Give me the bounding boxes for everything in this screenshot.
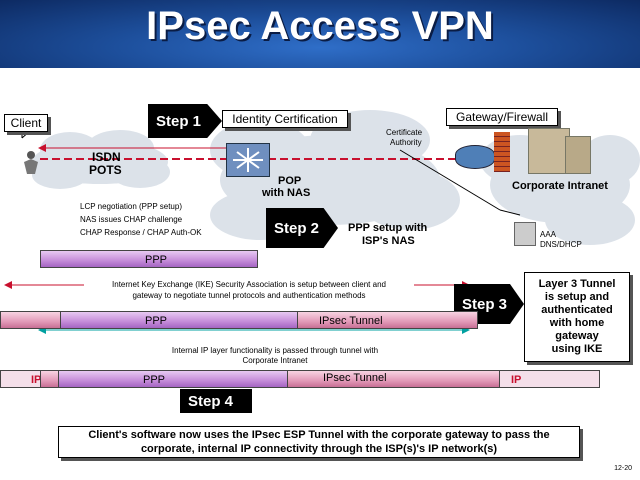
aaa-server-icon	[514, 222, 536, 246]
certificate-authority-line1: Certificate	[386, 128, 423, 137]
gateway-firewall-label: Gateway/Firewall	[446, 108, 558, 126]
firewall-icon	[494, 132, 510, 172]
ppp-setup-line2: ISP's NAS	[362, 235, 415, 247]
layer3-tunnel-note: Layer 3 Tunnel is setup and authenticate…	[524, 272, 630, 362]
identity-certification-label: Identity Certification	[222, 110, 348, 128]
pop-nas-label: with NAS	[262, 187, 311, 199]
pop-router-icon	[226, 143, 270, 177]
lcp-line3: CHAP Response / CHAP Auth-OK	[80, 228, 202, 237]
page-title: IPsec Access VPN	[146, 4, 494, 48]
lcp-line2: NAS issues CHAP challenge	[80, 215, 183, 224]
step4-label: Step 4	[180, 389, 252, 413]
ppp-pipe-c: PPP	[58, 370, 288, 388]
layer3-line3: authenticated	[541, 304, 613, 316]
title-banner	[0, 0, 640, 68]
ppp-setup-line1: PPP setup with	[348, 222, 428, 234]
client-label: Client	[4, 114, 48, 132]
gateway-router-icon	[455, 145, 495, 169]
aaa-label: AAA	[540, 230, 557, 239]
isdn-cloud	[32, 130, 170, 189]
footer-line1: Client's software now uses the IPsec ESP…	[88, 429, 550, 441]
internal-ip-line1: Internal IP layer functionality is passe…	[171, 346, 379, 355]
step1-arrow: Step 1	[148, 104, 222, 138]
step2-arrow: Step 2	[266, 208, 338, 248]
pots-label: POTS	[89, 163, 122, 177]
ip-label-left: IP	[31, 374, 42, 386]
ppp-pipe-b: PPP	[60, 311, 298, 329]
page-number: 12-20	[614, 465, 632, 472]
layer3-line6: using IKE	[551, 343, 603, 355]
ppp-label-b: PPP	[145, 315, 168, 327]
ppp-label-c: PPP	[143, 374, 166, 386]
pop-label: POP	[278, 175, 302, 187]
layer3-line5: gateway	[555, 330, 599, 342]
ike-note-line1: Internet Key Exchange (IKE) Security Ass…	[84, 280, 414, 290]
corporate-intranet-label: Corporate Intranet	[512, 180, 608, 192]
building-icon	[528, 128, 570, 174]
layer3-line4: with home	[549, 317, 605, 329]
certificate-authority-line2: Authority	[390, 138, 422, 147]
internal-ip-line2: Corporate Intranet	[242, 356, 308, 365]
isdn-label: ISDN	[92, 150, 121, 164]
dns-dhcp-label: DNS/DHCP	[540, 240, 582, 249]
ppp-pipe-a: PPP	[40, 250, 258, 268]
ipsec-tunnel-label-a: IPsec Tunnel	[319, 315, 383, 327]
building-icon-2	[565, 136, 591, 174]
layer3-line2: is setup and	[544, 291, 610, 303]
ipsec-tunnel-label-b: IPsec Tunnel	[323, 372, 387, 384]
client-user-icon	[22, 150, 40, 174]
ip-label-right: IP	[511, 374, 522, 386]
ppp-label-a: PPP	[145, 254, 168, 266]
layer3-line1: Layer 3 Tunnel	[538, 278, 616, 290]
lcp-line1: LCP negotiation (PPP setup)	[80, 202, 182, 211]
footer-line2: corporate, internal IP connectivity thro…	[140, 443, 498, 455]
ike-note-line2: gateway to negotiate tunnel protocols an…	[84, 291, 414, 301]
footer-note: Client's software now uses the IPsec ESP…	[58, 426, 580, 458]
